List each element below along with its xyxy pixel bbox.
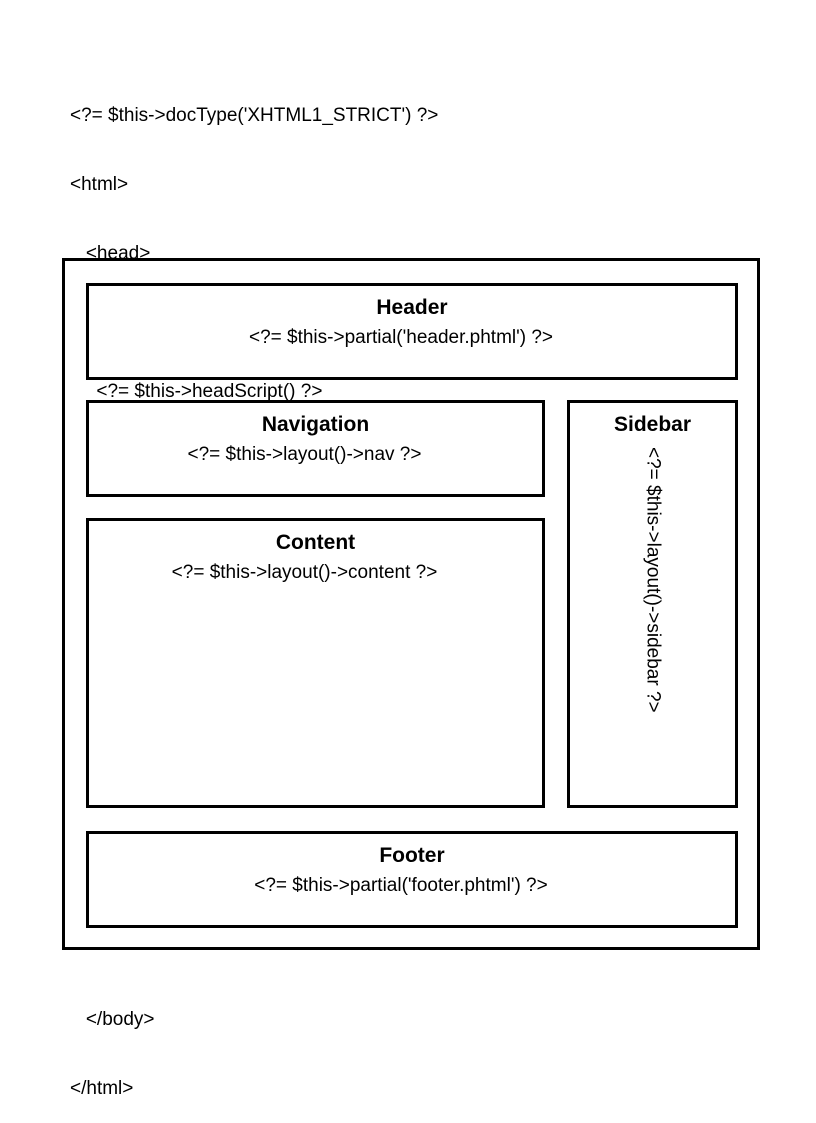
region-footer-code: <?= $this->partial('footer.phtml') ?> (254, 875, 548, 896)
region-sidebar: Sidebar <?= $this->layout()->sidebar ?> (567, 400, 738, 808)
code-line-html-open: <html> (70, 174, 129, 195)
region-navigation-code: <?= $this->layout()->nav ?> (187, 444, 422, 465)
region-footer: Footer <?= $this->partial('footer.phtml'… (86, 831, 738, 928)
bottom-code-block: </body> </html> (70, 962, 155, 1123)
region-navigation: Navigation <?= $this->layout()->nav ?> (86, 400, 545, 497)
region-header: Header <?= $this->partial('header.phtml'… (86, 283, 738, 380)
region-content-title: Content (275, 531, 356, 554)
region-sidebar-code: <?= $this->layout()->sidebar ?> (642, 447, 664, 713)
region-footer-title: Footer (379, 844, 445, 867)
region-content-code: <?= $this->layout()->content ?> (171, 562, 438, 583)
code-line-body-close: </body> (70, 1009, 155, 1030)
region-header-title: Header (376, 296, 448, 319)
region-navigation-title: Navigation (261, 413, 370, 436)
region-sidebar-title: Sidebar (613, 413, 692, 436)
code-line-doctype: <?= $this->docType('XHTML1_STRICT') ?> (70, 105, 439, 126)
code-line-head-script: <?= $this->headScript() ?> (70, 381, 323, 402)
body-container: Header <?= $this->partial('header.phtml'… (62, 258, 760, 950)
region-content: Content <?= $this->layout()->content ?> (86, 518, 545, 808)
code-line-html-close: </html> (70, 1078, 134, 1099)
region-sidebar-code-wrapper: <?= $this->layout()->sidebar ?> (570, 447, 735, 801)
region-header-code: <?= $this->partial('header.phtml') ?> (248, 327, 554, 348)
